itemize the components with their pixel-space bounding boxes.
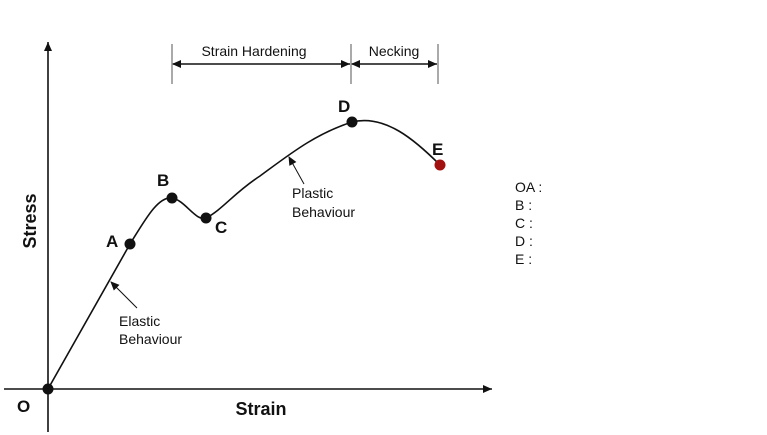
point-o-label: O [17,397,30,416]
legend-item: D : [515,233,533,249]
elastic-annotation-line1: Elastic [119,313,160,329]
point-d-label: D [338,97,350,116]
point-b-marker [166,192,178,204]
point-a-label: A [106,232,118,251]
y-axis-title: Stress [20,193,40,248]
point-b-label: B [157,171,169,190]
point-o-marker [42,383,54,395]
plastic-annotation-line1: Plastic [292,185,333,201]
point-a-marker [124,238,136,250]
legend-list: OA : B : C : D : E : [515,179,542,267]
plastic-leader-line [288,156,305,185]
point-e-marker [434,159,446,171]
elastic-annotation-line2: Behaviour [119,331,182,347]
legend-item: E : [515,251,532,267]
strain-hardening-label: Strain Hardening [201,43,306,59]
legend-item: C : [515,215,533,231]
x-axis-title: Strain [235,399,286,419]
point-c-label: C [215,218,227,237]
necking-label: Necking [369,43,420,59]
point-e-label: E [432,140,443,159]
stress-strain-curve [47,119,441,390]
point-d-marker [346,116,358,128]
plastic-annotation-line2: Behaviour [292,204,355,220]
point-c-marker [200,212,212,224]
legend-item: OA : [515,179,542,195]
elastic-leader-line [110,281,138,309]
legend-item: B : [515,197,532,213]
